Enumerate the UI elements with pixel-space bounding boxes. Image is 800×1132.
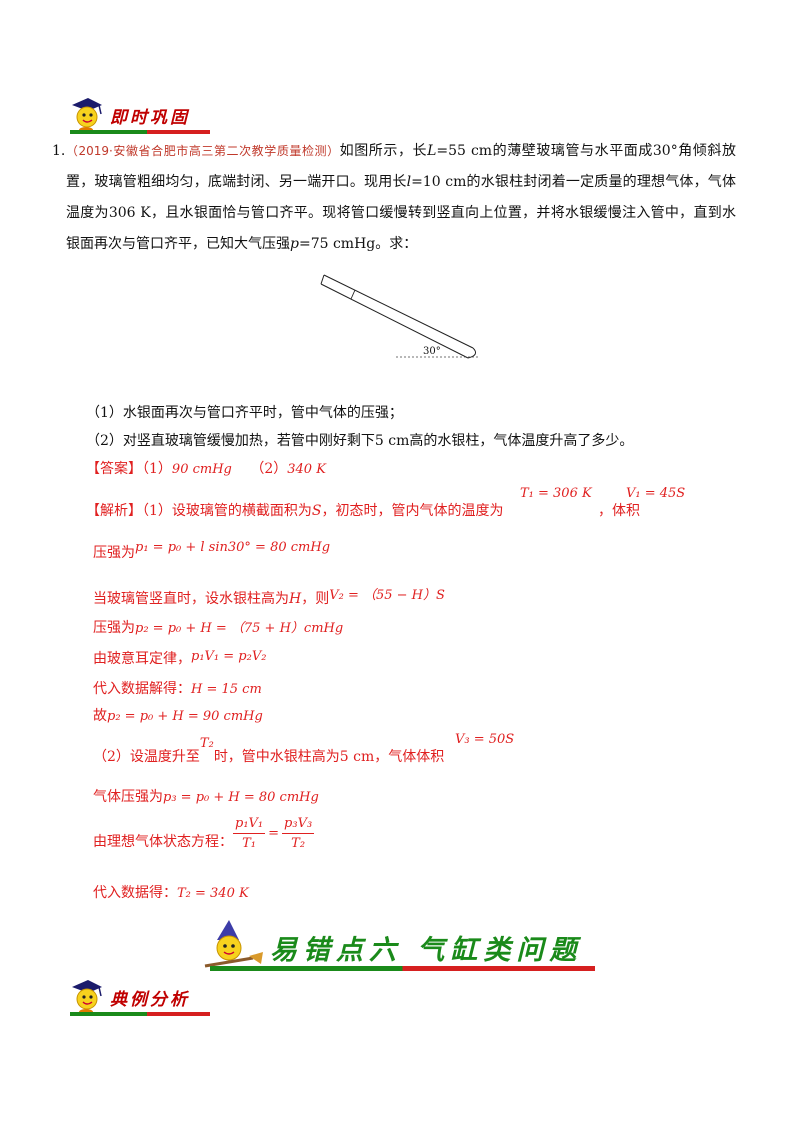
analysis-line-6: 代入数据解得：H = 15 cm [93, 681, 262, 697]
analysis-tag: 【解析】 [86, 503, 142, 519]
wizard-mascot-icon [204, 920, 263, 968]
formula-V1: V₁ = 45S [626, 486, 686, 501]
answer-tag: 【答案】 [86, 461, 142, 477]
analysis-line-3: 当玻璃管竖直时，设水银柱高为H，则V₂ = （55 − H）S [93, 588, 445, 607]
header-underline [70, 1012, 210, 1016]
analysis-line-2: 压强为p₁ = p₀ + l sin30° = 80 cmHg [93, 540, 331, 561]
analysis-line-9: 气体压强为p₃ = p₀ + H = 80 cmHg [93, 789, 319, 805]
mascot-icon [72, 98, 102, 133]
analysis-line-7: 故p₂ = p₀ + H = 90 cmHg [93, 708, 263, 724]
analysis-line-5: 由玻意耳定律，p₁V₁ = p₂V₂ [93, 649, 267, 667]
analysis-line-11: 代入数据得：T₂ = 340 K [93, 885, 249, 901]
section-header-title: 典例分析 [110, 990, 190, 1010]
answer-line: 【答案】（1）90 cmHg （2）340 K [86, 461, 326, 477]
analysis-line-8: （2）设温度升至T₂时，管中水银柱高为5 cm，气体体积 [93, 736, 445, 765]
analysis-line-4: 压强为p₂ = p₀ + H = （75 + H）cmHg [93, 620, 344, 636]
section-header-typical-example: 典例分析 [66, 978, 190, 1016]
header-underline [70, 130, 210, 134]
question-source: （2019·安徽省合肥市高三第二次教学质量检测） [65, 144, 340, 158]
formula-T1: T₁ = 306 K [520, 486, 592, 501]
tilted-tube-figure: 30° [320, 274, 478, 359]
question-paragraph: 1.（2019·安徽省合肥市高三第二次教学质量检测）如图所示，长L=55 cm的… [52, 143, 736, 252]
angle-label: 30° [423, 346, 441, 357]
sub-question-1: （1）水银面再次与管口齐平时，管中气体的压强； [86, 405, 403, 421]
question-number: 1. [52, 143, 66, 159]
formula-V3: V₃ = 50S [455, 732, 515, 747]
section-header-instant-consolidation: 即时巩固 [66, 96, 190, 134]
section-header-title: 即时巩固 [110, 108, 190, 128]
answer-1: 90 cmHg [171, 462, 232, 477]
analysis-line-1: 【解析】（1）设玻璃管的横截面积为S，初态时，管内气体的温度为 [86, 503, 504, 519]
section-banner-title: 易错点六 气缸类问题 [270, 935, 583, 966]
banner-underline [210, 966, 595, 971]
answer-2: 340 K [287, 462, 326, 477]
mascot-icon [72, 980, 102, 1015]
sub-question-2: （2）对竖直玻璃管缓慢加热，若管中刚好剩下5 cm高的水银柱，气体温度升高了多少… [86, 433, 634, 449]
